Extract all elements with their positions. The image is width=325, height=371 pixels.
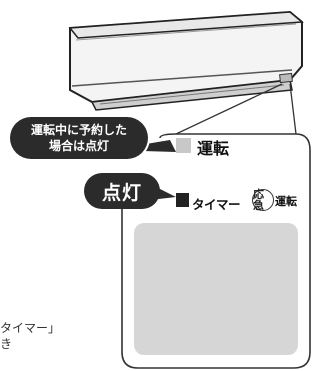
callout-bubble: 運転中に予約した 場合は点灯 <box>10 117 148 159</box>
callout-line-1: 運転中に予約した <box>30 123 127 137</box>
gray-panel <box>134 223 298 355</box>
run-label: 運転 <box>197 139 230 158</box>
side-text: タイマー」 き <box>0 320 60 352</box>
lit-badge: 点灯 <box>84 173 160 209</box>
callout-line-2: 場合は点灯 <box>48 139 109 153</box>
side-text-line-1: タイマー」 <box>0 321 61 335</box>
zoom-line-left <box>175 83 283 135</box>
indicator-window <box>279 72 293 84</box>
air-conditioner-unit <box>68 10 304 111</box>
zoom-line-right <box>289 83 297 135</box>
timer-label: タイマー <box>192 197 241 212</box>
emergency-rest: 運転 <box>275 195 297 208</box>
emergency-circle: 応急 <box>252 189 274 211</box>
side-text-line-2: き <box>0 337 13 351</box>
run-lamp <box>176 138 191 153</box>
timer-lamp <box>176 193 189 207</box>
